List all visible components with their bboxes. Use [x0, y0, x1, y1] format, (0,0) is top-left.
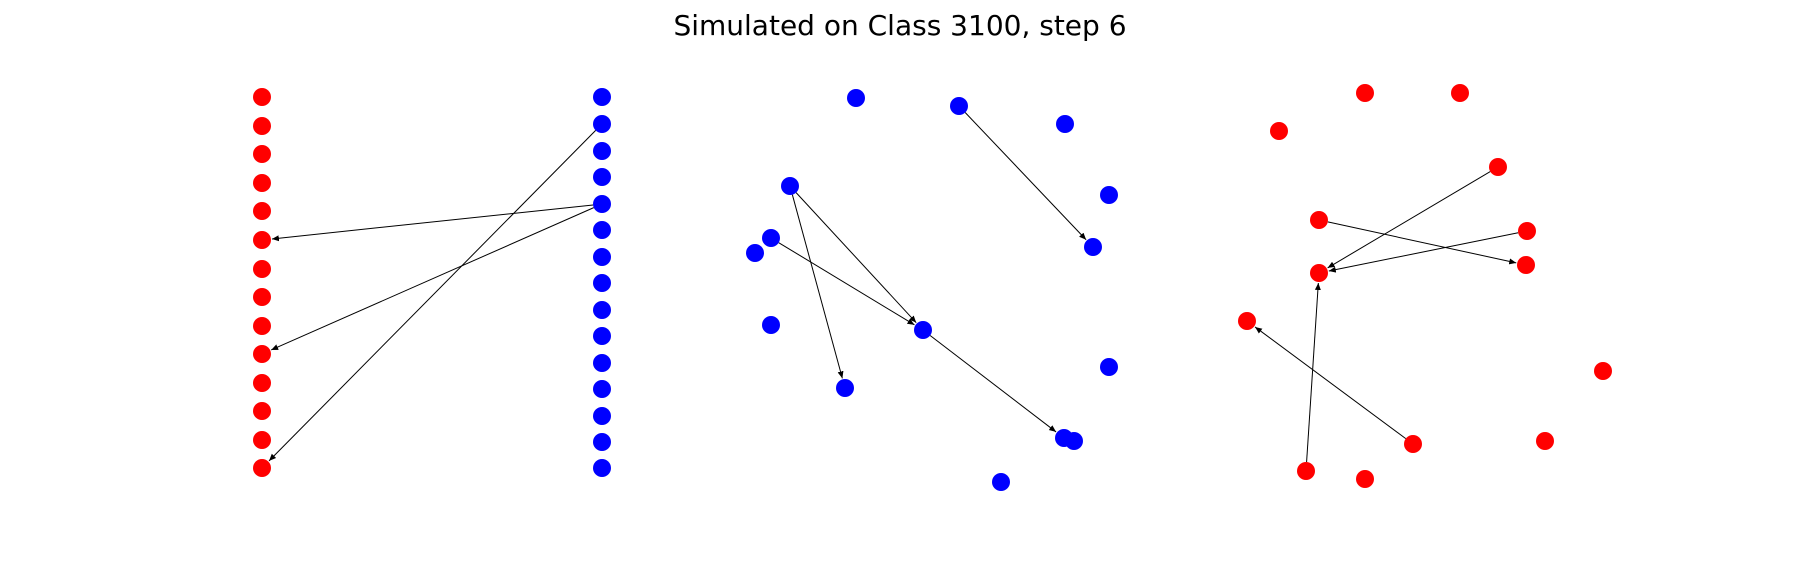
- node-b-n8: [836, 379, 854, 397]
- node-red-7: [253, 260, 271, 278]
- node-red-1: [253, 88, 271, 106]
- node-red-6: [253, 231, 271, 249]
- edge-b-n7-to-b-n10: [778, 242, 915, 326]
- node-blue-1: [593, 88, 611, 106]
- node-b-n15: [992, 473, 1010, 491]
- node-r-n10: [1594, 362, 1612, 380]
- edge-blue-5-to-red-6: [271, 204, 594, 242]
- node-blue-11: [593, 354, 611, 372]
- nodes-layer: [253, 84, 1612, 491]
- node-blue-15: [593, 459, 611, 477]
- node-b-n5: [781, 177, 799, 195]
- node-r-n5: [1310, 211, 1328, 229]
- node-r-n7: [1310, 264, 1328, 282]
- node-r-n11: [1404, 435, 1422, 453]
- node-blue-7: [593, 248, 611, 266]
- node-b-n11: [762, 316, 780, 334]
- edges-layer: [268, 112, 1519, 463]
- edge-r-n12-to-r-n7: [1306, 282, 1321, 463]
- node-b-n7: [762, 229, 780, 247]
- edge-r-n4-to-r-n7: [1327, 171, 1491, 269]
- node-b-n14: [1100, 358, 1118, 376]
- node-r-n2: [1356, 84, 1374, 102]
- edge-r-n5-to-r-n8: [1327, 221, 1517, 265]
- node-red-4: [253, 174, 271, 192]
- node-b-n4: [1100, 186, 1118, 204]
- node-red-3: [253, 145, 271, 163]
- edge-b-n5-to-b-n10: [795, 192, 917, 323]
- node-blue-3: [593, 142, 611, 160]
- node-red-14: [253, 459, 271, 477]
- edge-blue-5-to-red-10: [270, 207, 594, 351]
- node-r-n8: [1517, 256, 1535, 274]
- node-r-n13: [1356, 470, 1374, 488]
- node-r-n1: [1270, 122, 1288, 140]
- node-blue-9: [593, 301, 611, 319]
- node-b-n9: [746, 244, 764, 262]
- node-red-8: [253, 288, 271, 306]
- node-blue-5: [593, 195, 611, 213]
- node-b-n10: [914, 321, 932, 339]
- node-b-n2: [950, 97, 968, 115]
- node-red-10: [253, 345, 271, 363]
- edge-b-n2-to-b-n6: [964, 112, 1087, 241]
- edge-r-n6-to-r-n7: [1328, 232, 1519, 273]
- edge-b-n10-to-b-n12: [929, 335, 1057, 433]
- edge-blue-2-to-red-14: [268, 130, 597, 462]
- node-r-n4: [1489, 158, 1507, 176]
- node-b-n1: [847, 89, 865, 107]
- node-r-n12: [1297, 462, 1315, 480]
- node-red-11: [253, 374, 271, 392]
- node-r-n14: [1536, 432, 1554, 450]
- node-blue-13: [593, 407, 611, 425]
- figure-title: Simulated on Class 3100, step 6: [673, 9, 1126, 42]
- node-blue-6: [593, 221, 611, 239]
- node-red-13: [253, 431, 271, 449]
- node-b-n6: [1084, 238, 1102, 256]
- node-blue-14: [593, 433, 611, 451]
- node-blue-2: [593, 115, 611, 133]
- node-blue-4: [593, 168, 611, 186]
- node-red-2: [253, 117, 271, 135]
- node-b-n3: [1056, 115, 1074, 133]
- node-red-5: [253, 202, 271, 220]
- node-blue-12: [593, 380, 611, 398]
- node-red-12: [253, 402, 271, 420]
- node-r-n3: [1451, 84, 1469, 102]
- edge-b-n5-to-b-n8: [791, 194, 844, 379]
- edge-r-n11-to-r-n9: [1254, 326, 1407, 440]
- node-blue-8: [593, 274, 611, 292]
- node-r-n9: [1238, 312, 1256, 330]
- node-red-9: [253, 317, 271, 335]
- node-r-n6: [1518, 222, 1536, 240]
- node-b-n13: [1065, 432, 1083, 450]
- node-blue-10: [593, 327, 611, 345]
